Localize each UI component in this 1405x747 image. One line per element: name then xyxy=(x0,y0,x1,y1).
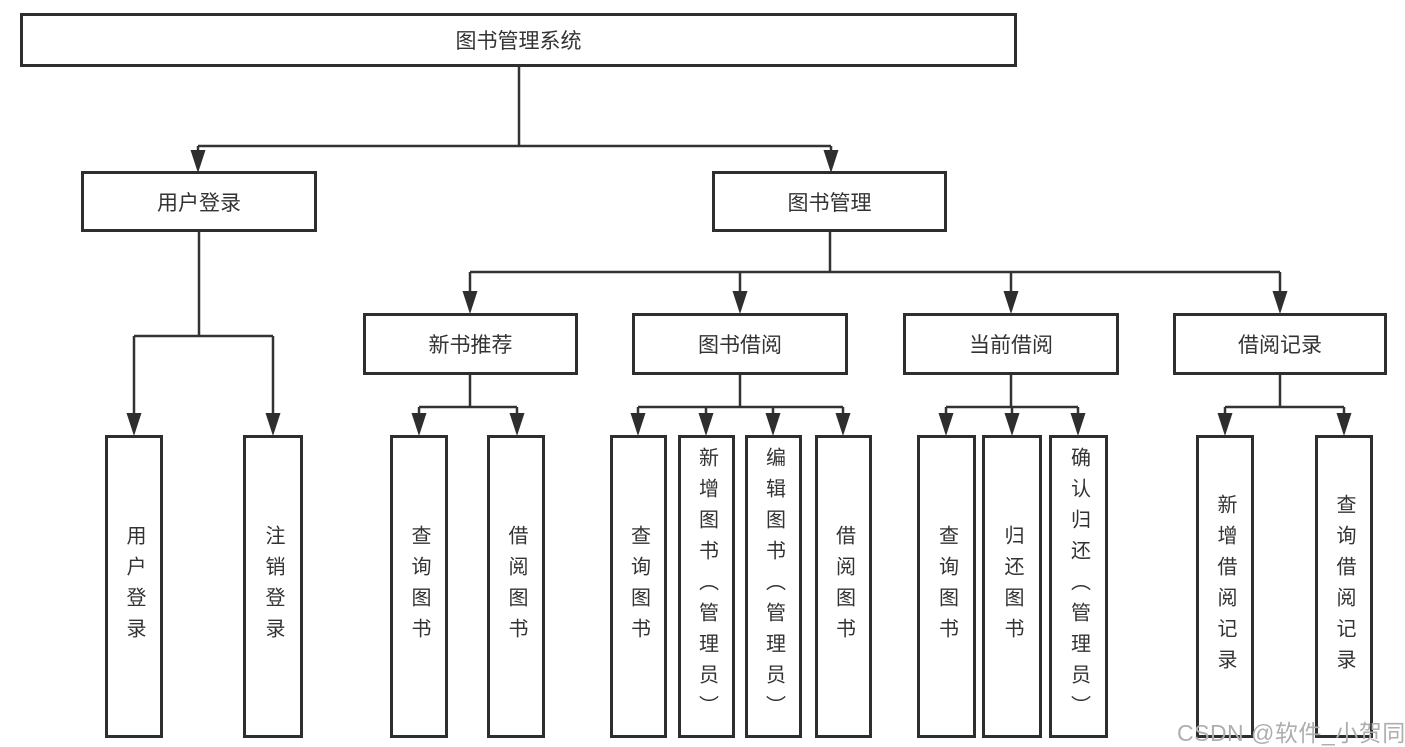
leaf-borrow-borrow-books: 借阅图书 xyxy=(815,435,872,738)
leaf-borrow-edit-books-admin: 编辑图书（管理员） xyxy=(745,435,802,738)
leaf-current-confirm-return-admin-label: 确认归还（管理员） xyxy=(1067,447,1090,726)
leaf-current-confirm-return-admin: 确认归还（管理员） xyxy=(1049,435,1108,738)
leaf-records-add-record: 新增借阅记录 xyxy=(1196,435,1254,738)
leaf-recommend-query-books: 查询图书 xyxy=(390,435,448,738)
leaf-logout-label: 注销登录 xyxy=(262,524,284,649)
node-book-borrow-label: 图书借阅 xyxy=(698,334,782,357)
leaf-current-return-books-label: 归还图书 xyxy=(1001,524,1023,649)
node-current-borrow: 当前借阅 xyxy=(903,313,1119,375)
csdn-watermark: CSDN @软件_小贺同学 xyxy=(1177,720,1405,746)
node-root-label: 图书管理系统 xyxy=(455,30,582,53)
leaf-user-login: 用户登录 xyxy=(105,435,163,738)
leaf-current-query-books-label: 查询图书 xyxy=(935,524,958,649)
node-borrow-records: 借阅记录 xyxy=(1173,313,1387,375)
leaf-borrow-add-books-admin: 新增图书（管理员） xyxy=(678,435,735,738)
node-root: 图书管理系统 xyxy=(20,13,1017,67)
leaf-borrow-add-books-admin-label: 新增图书（管理员） xyxy=(695,447,718,726)
node-current-borrow-label: 当前借阅 xyxy=(969,334,1053,357)
arrowhead-icons xyxy=(126,150,1352,436)
leaf-borrow-query-books-label: 查询图书 xyxy=(627,524,650,649)
node-new-book-recommend: 新书推荐 xyxy=(363,313,578,375)
node-user-login-branch-label: 用户登录 xyxy=(157,191,241,215)
leaf-recommend-query-books-label: 查询图书 xyxy=(408,524,430,649)
node-borrow-records-label: 借阅记录 xyxy=(1238,334,1322,357)
leaf-current-return-books: 归还图书 xyxy=(982,435,1042,738)
leaf-recommend-borrow-books-label: 借阅图书 xyxy=(505,524,527,649)
node-new-book-recommend-label: 新书推荐 xyxy=(428,334,513,357)
leaf-records-add-record-label: 新增借阅记录 xyxy=(1214,493,1236,680)
leaf-records-query-record-label: 查询借阅记录 xyxy=(1333,493,1355,680)
node-book-management-label: 图书管理 xyxy=(787,191,872,215)
leaf-borrow-edit-books-admin-label: 编辑图书（管理员） xyxy=(762,447,785,726)
leaf-records-query-record: 查询借阅记录 xyxy=(1315,435,1373,738)
leaf-borrow-query-books: 查询图书 xyxy=(610,435,667,738)
node-book-borrow: 图书借阅 xyxy=(632,313,848,375)
leaf-logout: 注销登录 xyxy=(243,435,303,738)
leaf-borrow-borrow-books-label: 借阅图书 xyxy=(832,524,855,649)
leaf-recommend-borrow-books: 借阅图书 xyxy=(487,435,545,738)
node-user-login-branch: 用户登录 xyxy=(81,171,317,232)
leaf-current-query-books: 查询图书 xyxy=(917,435,976,738)
node-book-management: 图书管理 xyxy=(712,171,947,232)
leaf-user-login-label: 用户登录 xyxy=(123,524,145,649)
